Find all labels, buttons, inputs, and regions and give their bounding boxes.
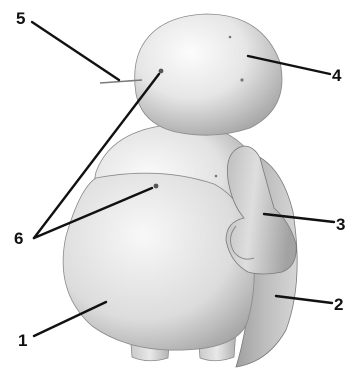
callout-label-2: 2 <box>334 295 343 314</box>
callout-label-4: 4 <box>332 66 342 85</box>
leader-line-5 <box>32 22 119 80</box>
head-small-dot-2 <box>229 36 232 39</box>
belly-shape <box>63 173 254 350</box>
body-small-dot <box>215 175 218 178</box>
callout-label-6: 6 <box>14 229 23 248</box>
callout-label-1: 1 <box>18 331 27 350</box>
body-dot-marker <box>154 184 159 189</box>
head-shape <box>135 14 282 135</box>
head-small-dot <box>240 78 243 81</box>
head-dot-marker <box>159 69 164 74</box>
callout-label-5: 5 <box>16 9 25 28</box>
callout-label-3: 3 <box>336 215 345 234</box>
